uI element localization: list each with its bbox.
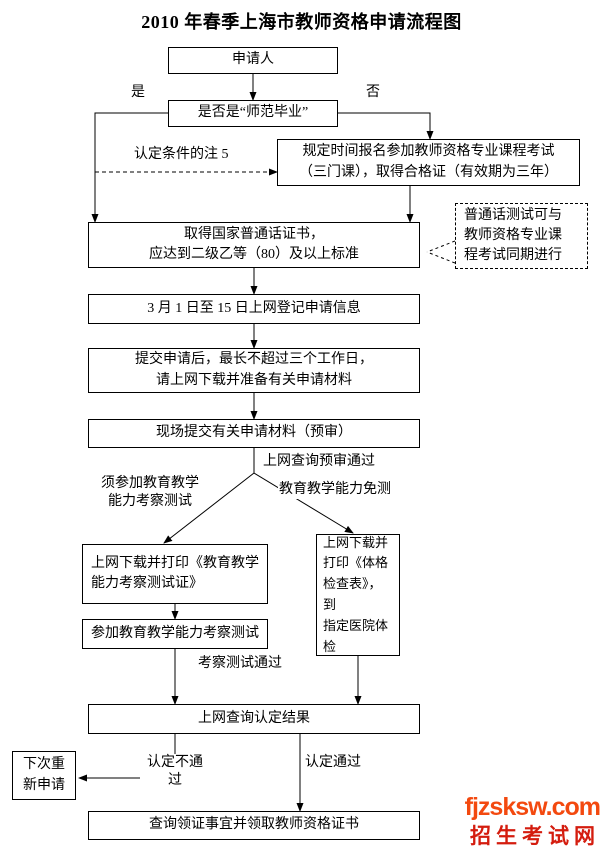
node-attend-test: 参加教育教学能力考察测试: [82, 619, 268, 649]
node-prepare-materials: 提交申请后，最长不超过三个工作日， 请上网下载并准备有关申请材料: [88, 348, 420, 393]
node-is-normal-graduate: 是否是“师范毕业”: [168, 100, 338, 127]
page-title: 2010 年春季上海市教师资格申请流程图: [141, 12, 462, 32]
callout-tail-bottom: [426, 251, 456, 264]
arrow-split-left: [163, 472, 255, 544]
label-test-exempt: 教育教学能力免测: [278, 481, 392, 500]
node-course-exam: 规定时间报名参加教师资格专业课程考试 （三门课），取得合格证（有效期为三年）: [277, 139, 580, 186]
node-physical-exam: 上网下载并 打印《体格 检查表》，到 指定医院体 检: [316, 534, 400, 656]
node-get-cert: 查询领证事宜并领取教师资格证书: [88, 811, 420, 840]
node-applicant: 申请人: [168, 47, 338, 74]
label-pass: 认定通过: [305, 755, 361, 770]
callout-tail-top: [426, 240, 456, 253]
node-query-result: 上网查询认定结果: [88, 704, 420, 734]
node-submit-materials: 现场提交有关申请材料（预审）: [88, 419, 420, 448]
watermark-site-text: fjzsksw.com: [464, 793, 601, 821]
callout-mandarin-note: 普通话测试可与 教师资格专业课 程考试同期进行: [455, 203, 588, 269]
label-preliminary-pass: 上网查询预审通过: [263, 454, 375, 469]
node-register-online: 3 月 1 日至 15 日上网登记申请信息: [88, 294, 420, 324]
label-test-pass: 考察测试通过: [198, 656, 282, 671]
watermark-site-name: 招生考试网: [470, 824, 600, 848]
label-note5: 认定条件的注 5: [134, 147, 229, 162]
label-no: 否: [366, 85, 380, 100]
arrow-split-right: [253, 472, 354, 534]
watermark: fjzsksw.com 招生考试网: [448, 793, 601, 850]
label-need-test: 须参加教育教学 能力考察测试: [101, 476, 199, 510]
node-mandarin-cert: 取得国家普通话证书， 应达到二级乙等（80）及以上标准: [88, 222, 420, 268]
node-download-test-cert: 上网下载并打印《教育教学能力考察测试证》: [82, 544, 268, 604]
node-reapply: 下次重 新申请: [12, 751, 76, 800]
label-yes: 是: [131, 85, 145, 100]
path-question-yes: [91, 112, 168, 223]
path-question-no: [338, 112, 434, 140]
label-not-pass: 认定不通过: [140, 754, 210, 791]
